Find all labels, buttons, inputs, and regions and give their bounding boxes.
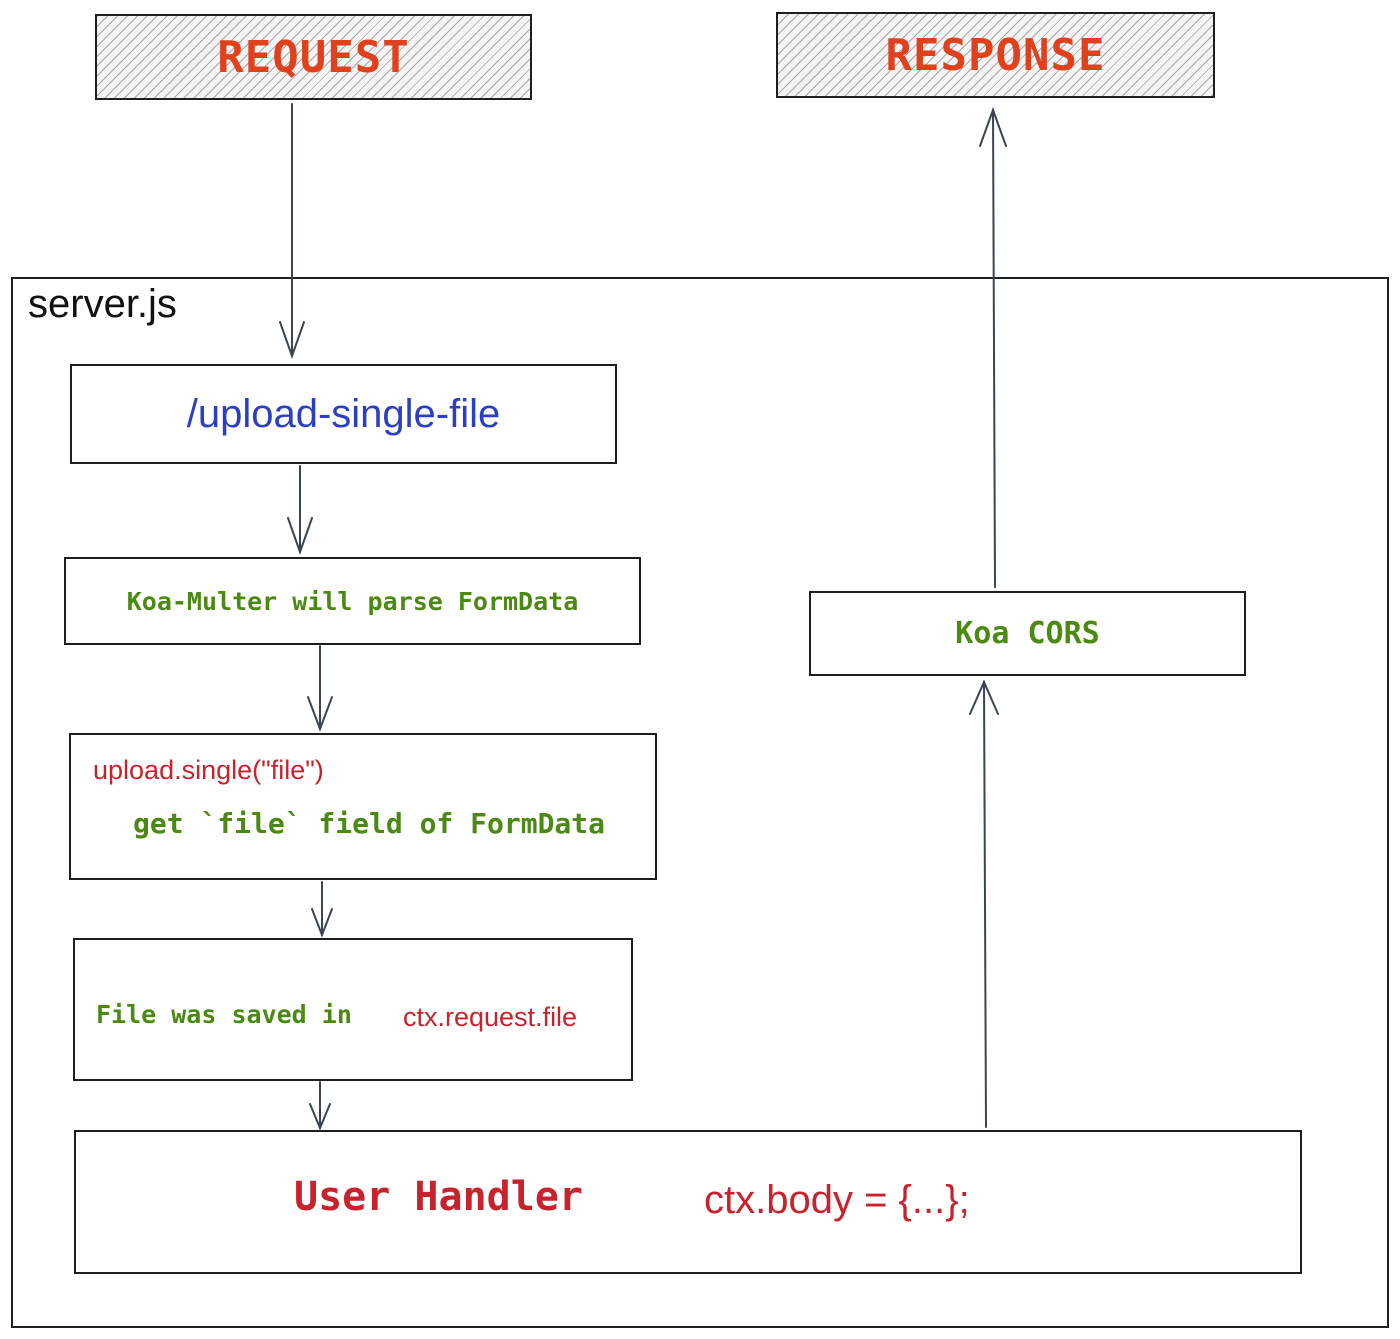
arrow-request-to-route [279, 103, 305, 360]
parse-box: Koa-Multer will parse FormData [64, 557, 641, 645]
response-label: RESPONSE [885, 29, 1106, 81]
cors-box: Koa CORS [809, 591, 1246, 676]
container-label: server.js [28, 282, 177, 326]
request-box: REQUEST [95, 14, 532, 100]
response-box: RESPONSE [776, 12, 1215, 98]
handler-box: User Handler ctx.body = {...}; [74, 1130, 1302, 1274]
single-desc: get `file` field of FormData [133, 807, 606, 840]
saved-label: File was saved in [96, 1000, 352, 1029]
single-box: upload.single("file") get `file` field o… [69, 733, 657, 880]
saved-code: ctx.request.file [403, 1002, 578, 1032]
arrow-route-to-parse [287, 465, 313, 556]
parse-label: Koa-Multer will parse FormData [126, 586, 579, 616]
request-label: REQUEST [217, 31, 410, 83]
route-label: /upload-single-file [186, 391, 501, 436]
server-container [11, 277, 1389, 1328]
saved-box: File was saved in ctx.request.file [73, 938, 633, 1081]
arrow-single-to-saved [311, 881, 333, 938]
handler-code: ctx.body = {...}; [704, 1178, 970, 1222]
route-box: /upload-single-file [70, 364, 617, 464]
arrow-parse-to-single [307, 645, 333, 732]
arrow-handler-to-cors [969, 679, 999, 1128]
cors-label: Koa CORS [955, 616, 1100, 651]
arrow-saved-to-handler [309, 1081, 331, 1131]
arrow-cors-to-response [979, 107, 1007, 588]
single-code: upload.single("file") [93, 755, 324, 785]
handler-label: User Handler [294, 1174, 583, 1220]
